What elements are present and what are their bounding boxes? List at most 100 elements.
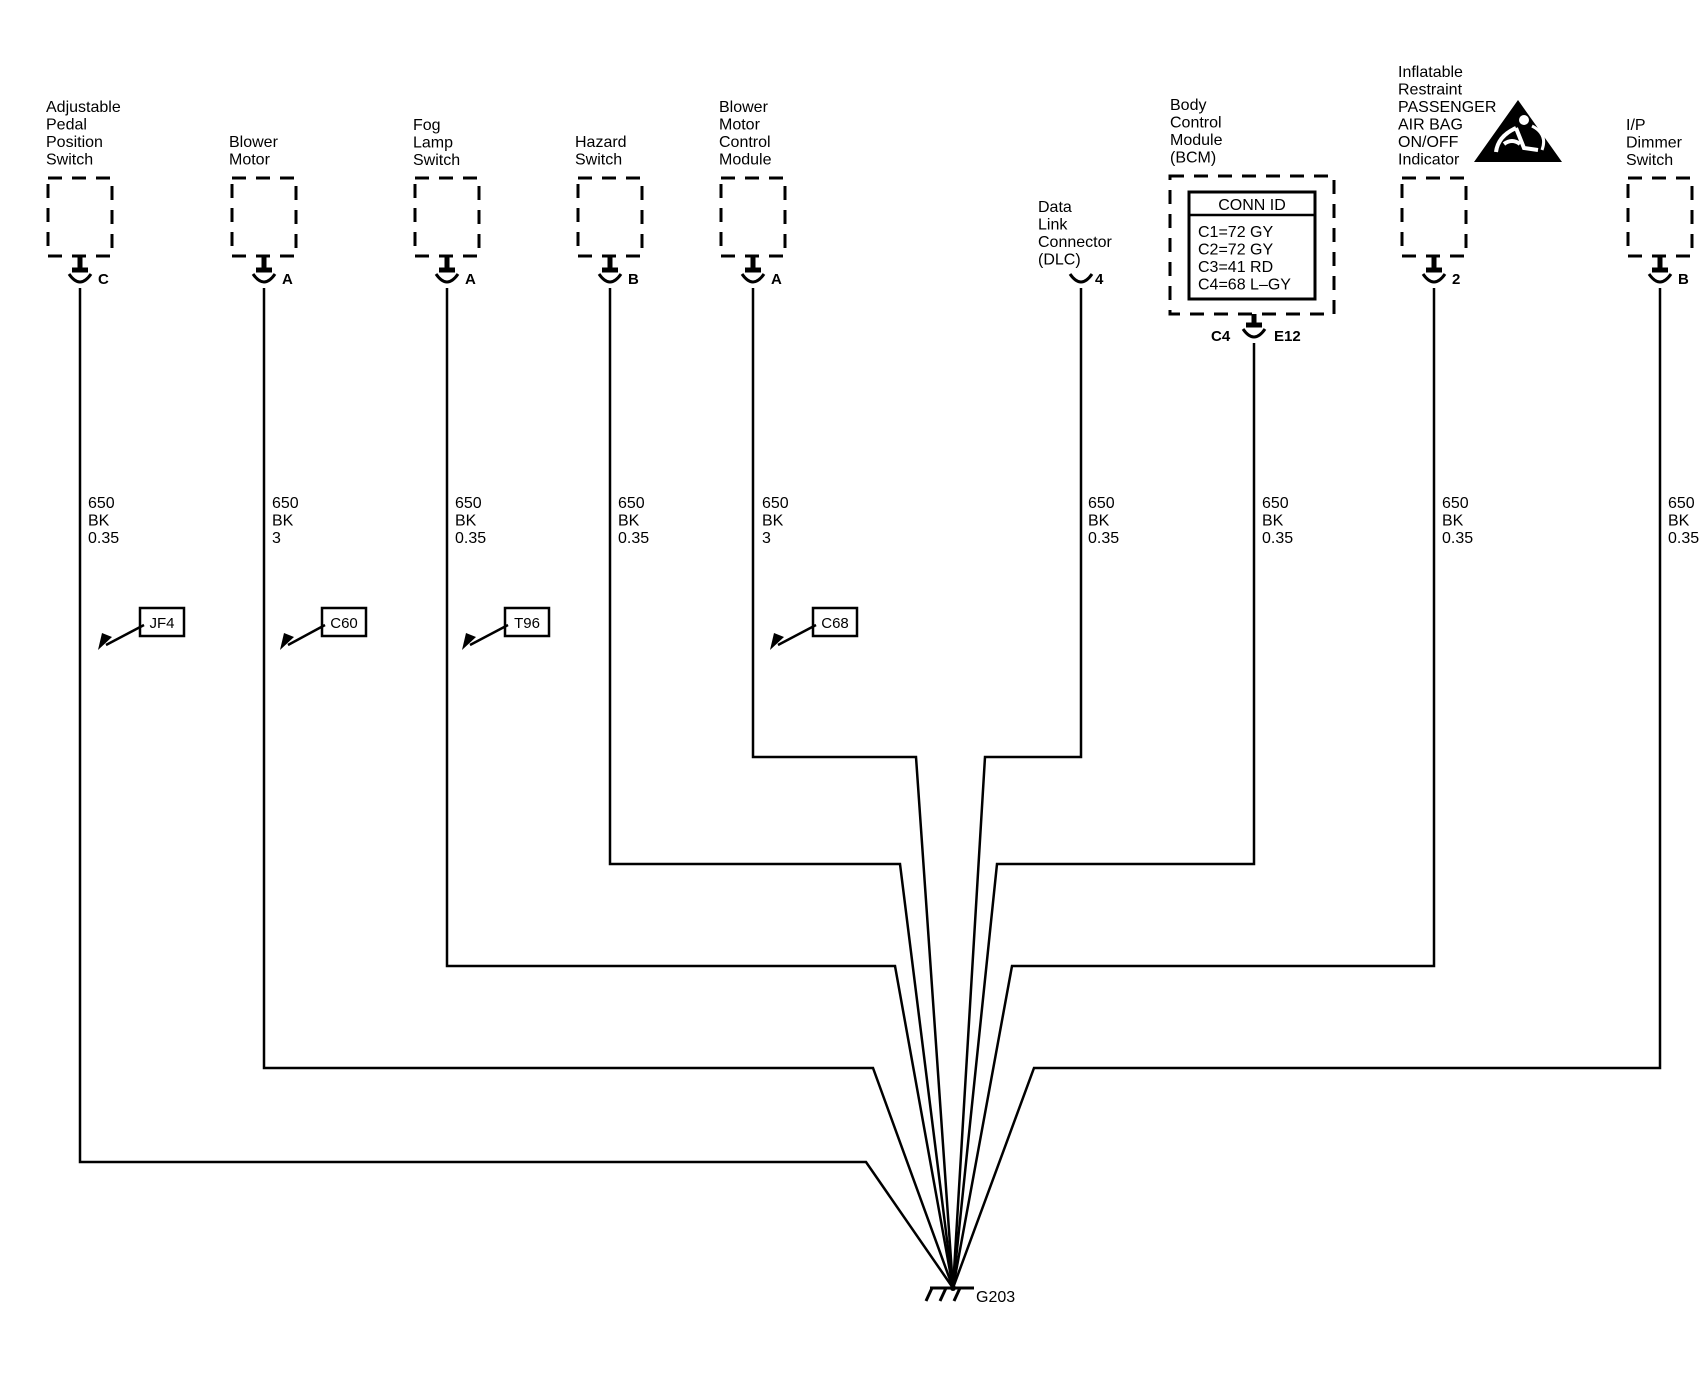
wire-label-line: 650 bbox=[1668, 495, 1695, 512]
ground-wire bbox=[78, 288, 955, 1289]
component-label-line: Switch bbox=[1626, 152, 1673, 169]
wire-label-line: 650 bbox=[1442, 495, 1469, 512]
component-label-line: Data bbox=[1038, 199, 1072, 216]
conn-id-table-box bbox=[1187, 190, 1317, 301]
airbag-icon-bag bbox=[1531, 124, 1546, 151]
pin-label: B bbox=[1678, 271, 1689, 288]
ground-hatch bbox=[952, 1287, 962, 1302]
component-label-line: Control bbox=[1170, 115, 1222, 132]
component-label-line: Hazard bbox=[575, 134, 627, 151]
option-arrow-line bbox=[777, 623, 817, 647]
conn-id-table-row: C4=68 L–GY bbox=[1198, 277, 1291, 294]
ground-wire bbox=[951, 343, 1256, 1289]
wire-label-line: BK bbox=[88, 513, 110, 530]
component-label-line: ON/OFF bbox=[1398, 134, 1459, 151]
airbag-icon-head bbox=[1519, 115, 1529, 125]
connector-cup bbox=[1647, 273, 1673, 284]
option-arrow-head bbox=[98, 633, 112, 650]
wire-label-line: 3 bbox=[762, 530, 771, 547]
option-arrow-head bbox=[462, 633, 476, 650]
component-label-line: Dimmer bbox=[1626, 135, 1683, 152]
pin-label: C bbox=[98, 271, 109, 288]
component-box bbox=[1400, 176, 1468, 258]
pin-label: 4 bbox=[1095, 271, 1104, 288]
component-label-line: Motor bbox=[719, 117, 761, 134]
ground-hatch bbox=[924, 1287, 934, 1302]
wire-label-line: BK bbox=[272, 513, 294, 530]
pin-label: E12 bbox=[1274, 328, 1301, 345]
airbag-warning-icon bbox=[1474, 100, 1562, 162]
connector-cup bbox=[434, 273, 460, 284]
wire-label-line: 650 bbox=[272, 495, 299, 512]
option-tag-box bbox=[811, 606, 859, 638]
component-label-line: Connector bbox=[1038, 234, 1112, 251]
component-label-line: Switch bbox=[46, 152, 93, 169]
ground-wire bbox=[445, 288, 955, 1289]
wire-label-line: BK bbox=[1442, 513, 1464, 530]
option-arrow-line bbox=[469, 623, 509, 647]
component-label-line: Position bbox=[46, 134, 103, 151]
component-label-line: Pedal bbox=[46, 117, 87, 134]
wire-label-line: 650 bbox=[1262, 495, 1289, 512]
wire-label-line: BK bbox=[455, 513, 477, 530]
option-tag-box bbox=[320, 606, 368, 638]
wire-label-line: 0.35 bbox=[1668, 530, 1699, 547]
component-box bbox=[1626, 176, 1694, 258]
pin-label: A bbox=[465, 271, 476, 288]
wire-label-line: 0.35 bbox=[1442, 530, 1473, 547]
component-label-line: AIR BAG bbox=[1398, 117, 1463, 134]
conn-id-table-title: CONN ID bbox=[1218, 197, 1286, 214]
component-adj-pedal: AdjustablePedalPositionSwitchC650BK0.35J… bbox=[46, 99, 186, 650]
connector-cup bbox=[740, 273, 766, 284]
pin-label: 2 bbox=[1452, 271, 1460, 288]
ground-hatch bbox=[938, 1287, 948, 1302]
component-label-line: Blower bbox=[229, 134, 279, 151]
wire-label-line: 0.35 bbox=[1262, 530, 1293, 547]
option-tag-label: C68 bbox=[821, 615, 849, 632]
wire-label-line: 0.35 bbox=[455, 530, 486, 547]
wire-label-line: 650 bbox=[455, 495, 482, 512]
wire-label-line: BK bbox=[1088, 513, 1110, 530]
component-label-line: Restraint bbox=[1398, 82, 1463, 99]
component-label-line: Module bbox=[1170, 132, 1223, 149]
wire-label-line: 650 bbox=[88, 495, 115, 512]
connector-cup bbox=[597, 273, 623, 284]
component-box bbox=[719, 176, 787, 258]
component-label-line: Adjustable bbox=[46, 99, 121, 116]
option-arrow-head bbox=[770, 633, 784, 650]
wire-label-line: 650 bbox=[618, 495, 645, 512]
ground-label: G203 bbox=[976, 1289, 1015, 1306]
component-label-line: Lamp bbox=[413, 135, 453, 152]
connector-cup bbox=[1068, 273, 1094, 284]
component-box bbox=[230, 176, 298, 258]
wire-label-line: 650 bbox=[762, 495, 789, 512]
component-label-line: I/P bbox=[1626, 117, 1646, 134]
wire-label-line: 650 bbox=[1088, 495, 1115, 512]
component-label-line: Switch bbox=[413, 152, 460, 169]
ground-wire bbox=[608, 288, 955, 1289]
ground-symbol-icon bbox=[924, 1285, 974, 1302]
wire-label-line: BK bbox=[1262, 513, 1284, 530]
component-box bbox=[413, 176, 481, 258]
component-box bbox=[46, 176, 114, 258]
connector-id-label: C4 bbox=[1211, 328, 1231, 345]
component-label-line: Blower bbox=[719, 99, 769, 116]
pin-label: B bbox=[628, 271, 639, 288]
ground-wire bbox=[951, 288, 1662, 1289]
wire-label-line: 0.35 bbox=[618, 530, 649, 547]
connector-cup bbox=[67, 273, 93, 284]
wire-label-line: BK bbox=[762, 513, 784, 530]
option-tag-label: C60 bbox=[330, 615, 358, 632]
pin-label: A bbox=[771, 271, 782, 288]
option-tag-label: JF4 bbox=[149, 615, 174, 632]
option-tag-box bbox=[503, 606, 551, 638]
component-label-line: (BCM) bbox=[1170, 150, 1216, 167]
component-label-line: Indicator bbox=[1398, 152, 1460, 169]
